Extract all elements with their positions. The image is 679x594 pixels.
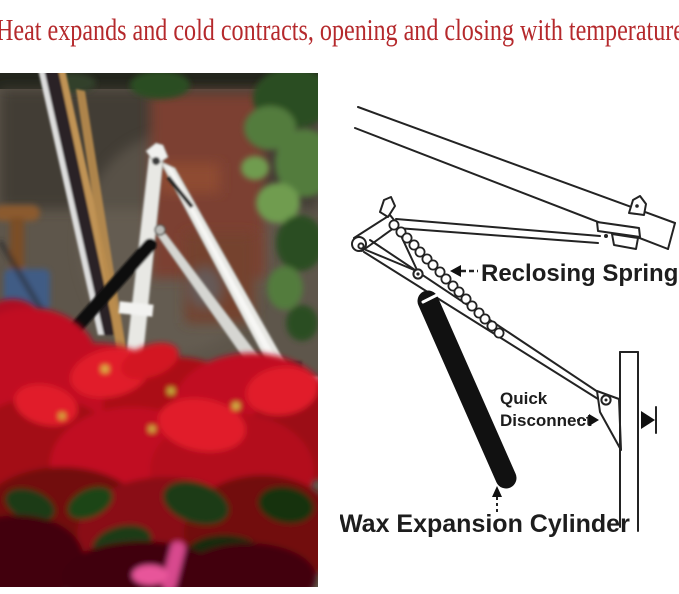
green-foliage — [44, 73, 318, 341]
frame-bar — [619, 351, 657, 532]
quick-text: Quick — [500, 389, 548, 408]
quick-disconnect-label: Quick Disconnect — [500, 389, 599, 430]
reclosing-spring-text: Reclosing Spring — [481, 260, 678, 287]
mechanism-diagram: Reclosing Spring Quick Disconnect Wax Ex… — [340, 106, 678, 538]
reclosing-spring-label: Reclosing Spring — [450, 260, 678, 287]
window-sash — [354, 106, 676, 250]
quick-disconnect-bracket — [596, 390, 622, 451]
wax-cylinder-label: Wax Expansion Cylinder — [340, 486, 630, 538]
wax-expansion-cylinder — [417, 290, 517, 489]
left-pivot-bracket — [351, 196, 399, 252]
spring-anchor-clip — [379, 196, 396, 218]
sash-bracket — [596, 221, 641, 250]
product-photo — [0, 73, 318, 587]
pink-stem — [161, 541, 186, 587]
headline: Heat expands and cold contracts, opening… — [0, 12, 679, 47]
reclosing-spring — [388, 219, 505, 339]
disconnect-text: Disconnect — [500, 411, 592, 430]
red-poinsettia-flowers — [0, 299, 318, 587]
frame-arrow-marker — [641, 411, 655, 429]
upper-arm — [395, 218, 601, 244]
window-frame — [38, 73, 130, 373]
wax-cylinder-text: Wax Expansion Cylinder — [340, 510, 630, 538]
headline-text: Heat expands and cold contracts, opening… — [0, 12, 679, 47]
